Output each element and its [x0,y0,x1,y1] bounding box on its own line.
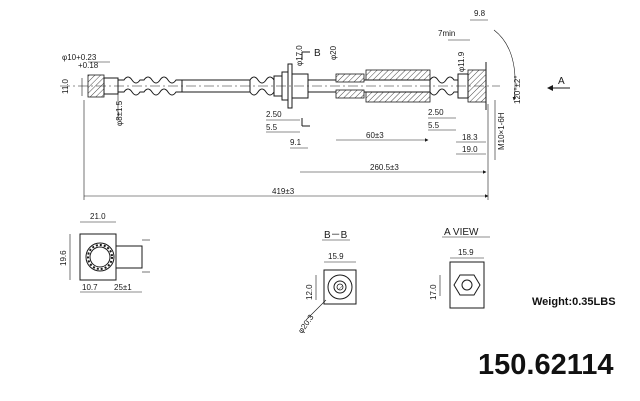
dim-left-fitting-diameter: φ10+0.23 [62,53,97,62]
dim-260-5: 260.5±3 [370,163,399,172]
armor-sleeve-top-right [365,69,431,81]
dim-5-5-left: 5.5 [266,123,278,132]
weight-label: Weight:0.35LBS [532,296,616,308]
dim-diameter-20: φ20 [329,45,338,60]
section-bb-view: B－B 15.9 12.0 φ20.3 [296,230,357,336]
dim-bb-12: 12.0 [305,284,314,300]
dim-18-3: 18.3 [462,133,478,142]
dim-small-diameter: φ8±1.5 [115,100,124,126]
dim-19-6: 19.6 [59,250,68,266]
armor-sleeve-bottom-right [365,91,431,103]
armor-sleeve-bottom-left [335,89,365,99]
section-bb-title: B－B [324,230,348,241]
dim-9-1: 9.1 [290,138,302,147]
dim-angle: 120°±2° [513,75,522,104]
dim-av-17: 17.0 [429,284,438,300]
main-view-dimensions: φ10+0.23 +0.18 11.0 φ8±1.5 φ17.0 B φ20 φ… [61,9,565,196]
dim-25: 25±1 [114,283,132,292]
dim-bb-20-3: φ20.3 [296,313,316,336]
dim-2-50-right: 2.50 [428,108,444,117]
hose-side-view [60,29,570,127]
dim-av-15-9: 15.9 [458,248,474,257]
dim-19-0: 19.0 [462,145,478,154]
dim-bb-15-9: 15.9 [328,252,344,261]
dim-419: 419±3 [272,187,295,196]
a-view: A VIEW 15.9 17.0 [429,227,490,309]
part-number: 150.62114 [478,349,614,381]
a-view-title: A VIEW [444,227,479,238]
dim-2-50-left: 2.50 [266,110,282,119]
dim-left-fitting-tolerance: +0.18 [78,61,99,70]
end-view: 21.0 19.6 10.7 25±1 [59,212,150,293]
dim-9-8: 9.8 [474,9,486,18]
dim-left-height: 11.0 [61,78,70,94]
dim-5-5-right: 5.5 [428,121,440,130]
dim-7min: 7min [438,29,455,38]
armor-sleeve-top-left [335,73,365,83]
dimension-lines [81,19,496,200]
dim-diameter-11-9: φ11.9 [457,51,466,72]
dim-diameter-17: φ17.0 [295,45,304,66]
section-b-label: B [314,48,321,59]
dim-21: 21.0 [90,212,106,221]
dim-10-7: 10.7 [82,283,98,292]
dim-60: 60±3 [366,131,384,140]
view-a-label: A [558,76,565,87]
dim-thread: M10×1-6H [497,112,506,150]
